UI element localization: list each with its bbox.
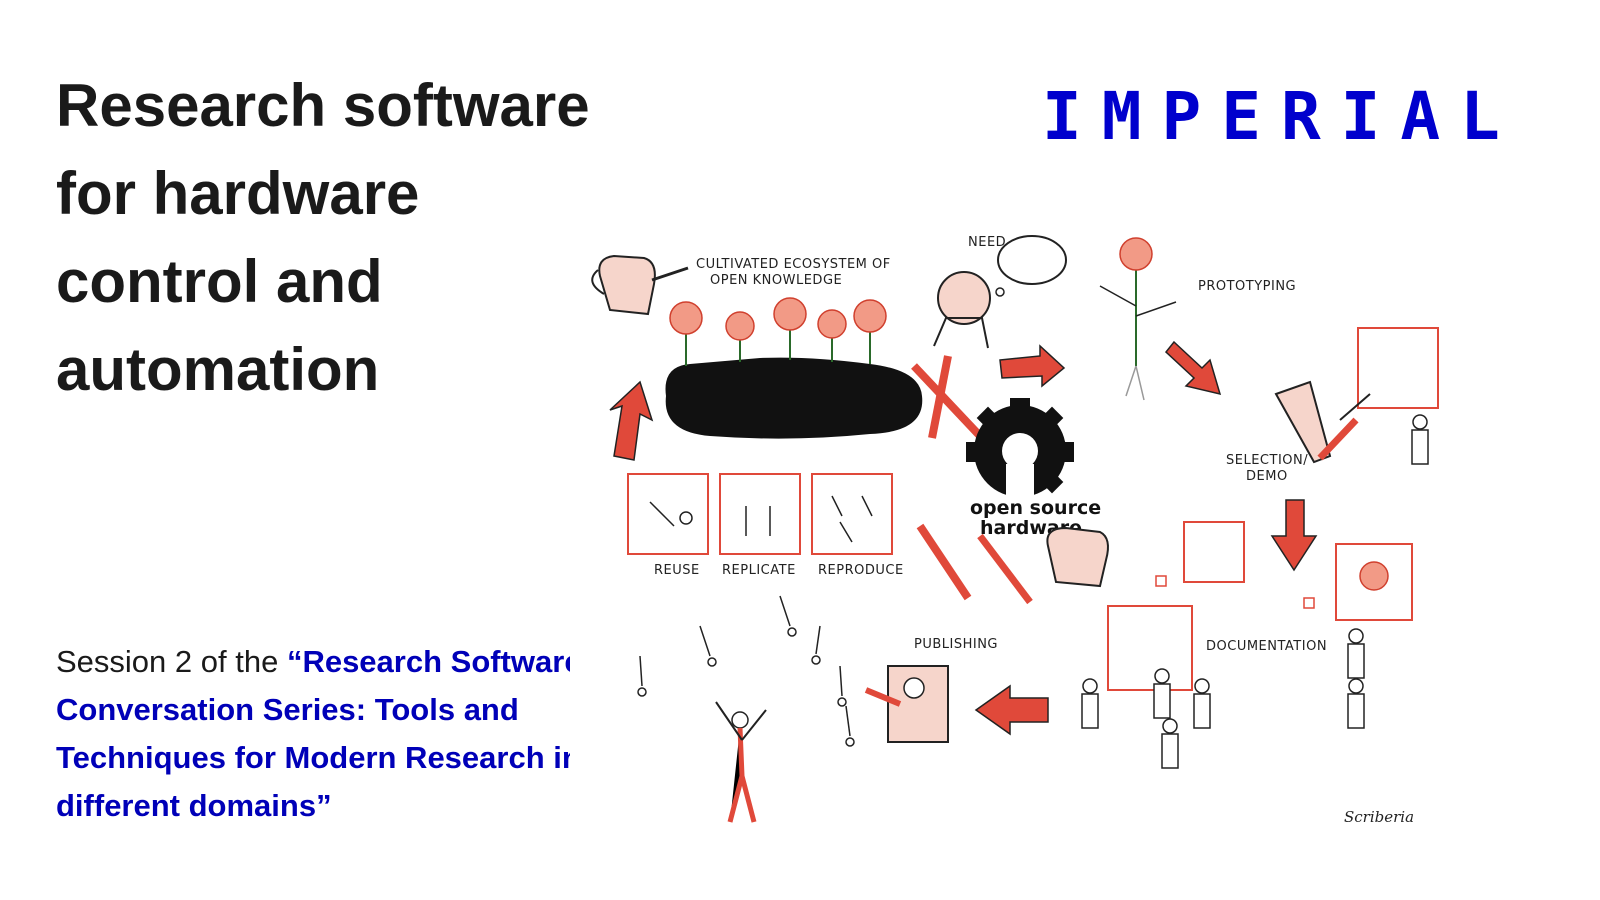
- selection-frame: [1357, 327, 1439, 409]
- label-cultivated-1: CULTIVATED ECOSYSTEM OF: [696, 257, 891, 272]
- title-line: for hardware: [56, 160, 420, 227]
- garden-tools-icon: [916, 523, 1109, 605]
- arrow-right-icon: [999, 344, 1066, 388]
- arrow-down-right-icon: [1164, 340, 1222, 396]
- oshw-gear-icon: [966, 398, 1074, 504]
- label-publishing: PUBLISHING: [914, 637, 998, 652]
- arrow-up-icon: [609, 380, 654, 461]
- title-line: control and: [56, 248, 383, 315]
- label-oshw-1: open source: [970, 497, 1101, 519]
- session-subtitle: Session 2 of the “Research Software Conv…: [56, 638, 616, 830]
- watering-can-icon: [591, 254, 689, 316]
- series-title: “Research Software Conversation Series: …: [56, 644, 582, 823]
- label-cultivated-2: OPEN KNOWLEDGE: [710, 273, 842, 288]
- open-hardware-illustration: CULTIVATED ECOSYSTEM OF OPEN KNOWLEDGE N…: [570, 206, 1488, 846]
- artist-signature: Scriberia: [1344, 808, 1414, 826]
- label-reuse: REUSE: [654, 563, 700, 578]
- arrow-down-icon: [1270, 499, 1318, 572]
- title-line: automation: [56, 336, 380, 403]
- imperial-logo: IMPERIAL: [1042, 78, 1520, 155]
- ecosystem-icon: [665, 297, 923, 439]
- label-reproduce: REPRODUCE: [818, 563, 904, 578]
- replicate-frame: [719, 473, 801, 555]
- slide-title: Research software for hardware control a…: [56, 62, 636, 414]
- reuse-frame: [627, 473, 709, 555]
- subtitle-prefix: Session 2 of the: [56, 644, 287, 679]
- label-selection-2: DEMO: [1246, 469, 1288, 484]
- label-documentation: DOCUMENTATION: [1206, 639, 1327, 654]
- need-person-icon: [933, 235, 1067, 349]
- arrow-left-icon: [974, 684, 1049, 736]
- shears-icon: [911, 355, 983, 439]
- label-replicate: REPLICATE: [722, 563, 796, 578]
- label-prototyping: PROTOTYPING: [1198, 279, 1296, 294]
- scientists-icon: [1081, 414, 1429, 769]
- trowel-fork-icon: [1274, 380, 1371, 464]
- publishing-window-icon: [864, 665, 949, 743]
- label-need: NEED: [968, 235, 1006, 250]
- seeds-icon: [637, 595, 855, 747]
- label-selection-1: SELECTION/: [1226, 453, 1308, 468]
- documentation-frame-icon: [1107, 521, 1413, 691]
- title-line: Research software: [56, 72, 590, 139]
- prototyping-plant-icon: [1099, 237, 1177, 401]
- seed-person-icon: [715, 701, 767, 823]
- reproduce-frame: [811, 473, 893, 555]
